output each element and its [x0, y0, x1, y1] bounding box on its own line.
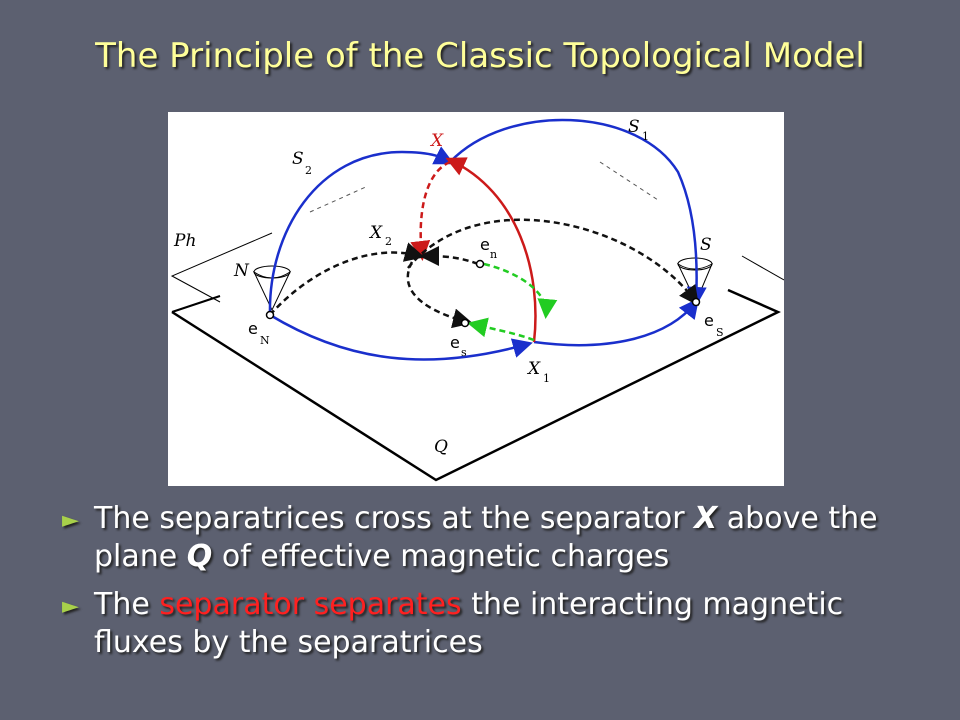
label-eS-big-sub: S	[716, 326, 724, 339]
label-eS-big: e	[704, 311, 714, 330]
bullet-item-1: ► The separatrices cross at the separato…	[58, 500, 938, 576]
bullet-2-highlight: separator separates	[159, 587, 462, 622]
topology-diagram: X S 1 S 2 Ph X 2 e n S N e N e s e S X 1…	[168, 112, 784, 486]
label-x: X	[429, 131, 444, 151]
point-es	[460, 318, 470, 328]
perspective-mark-left	[309, 185, 369, 213]
label-n: N	[233, 261, 250, 281]
label-es-sub: s	[461, 346, 467, 359]
plane-q-left-edge	[171, 295, 221, 313]
bullet-list: ► The separatrices cross at the separato…	[58, 500, 938, 672]
field-line-x2-s	[407, 218, 699, 307]
label-x2: X	[368, 223, 383, 243]
point-eS	[691, 297, 701, 307]
point-en	[475, 259, 485, 269]
label-s2-sub: 2	[305, 164, 312, 177]
photosphere-plane-right	[741, 255, 784, 281]
photosphere-plane	[170, 232, 273, 303]
bullet-1-text-a: The separatrices cross at the separator	[94, 501, 695, 536]
label-es: e	[450, 333, 460, 352]
field-line-x2-es	[406, 261, 473, 329]
label-x2-sub: 2	[385, 235, 392, 248]
separatrix-bottom-left	[269, 313, 533, 361]
plane-q	[171, 288, 781, 482]
bullet-arrow-icon: ►	[62, 508, 79, 533]
perspective-mark-right	[599, 161, 659, 201]
label-s1-sub: 1	[642, 130, 649, 143]
field-line-en-x2	[419, 246, 479, 267]
label-en-big: e	[248, 319, 258, 338]
separatrix-bottom-right	[533, 298, 700, 347]
separator-red	[445, 157, 537, 343]
label-ph: Ph	[173, 231, 196, 251]
diagram-svg: X S 1 S 2 Ph X 2 e n S N e N e s e S X 1…	[170, 117, 784, 482]
bullet-1-text-c: of effective magnetic charges	[212, 539, 670, 574]
label-s1: S	[628, 117, 640, 137]
label-x1-sub: 1	[543, 372, 550, 385]
label-x1: X	[526, 359, 541, 379]
label-q: Q	[434, 437, 448, 457]
bullet-1-text-b: above the plane	[94, 501, 878, 574]
bullet-arrow-icon: ►	[62, 594, 79, 619]
field-line-n-x2	[269, 242, 425, 316]
point-eN	[265, 310, 275, 320]
bullet-1-em-q: Q	[186, 539, 213, 574]
separator-red-dashed	[410, 160, 451, 261]
label-s: S	[700, 235, 712, 255]
label-en-sub: n	[490, 248, 497, 261]
bullet-1-em-x: X	[694, 501, 718, 536]
label-en: e	[480, 235, 490, 254]
label-en-big-sub: N	[260, 334, 270, 347]
bullet-item-2: ► The separator separates the interactin…	[58, 586, 938, 662]
slide-title: The Principle of the Classic Topological…	[95, 36, 865, 76]
green-line-upper	[483, 262, 558, 319]
green-line-lower	[467, 317, 535, 342]
separatrix-s1	[449, 118, 707, 307]
separatrix-s2	[268, 146, 455, 316]
bullet-2-text-b: the interacting magnetic fluxes by the s…	[94, 587, 844, 660]
bullet-2-text-a: The	[94, 587, 160, 622]
label-s2: S	[292, 149, 304, 169]
